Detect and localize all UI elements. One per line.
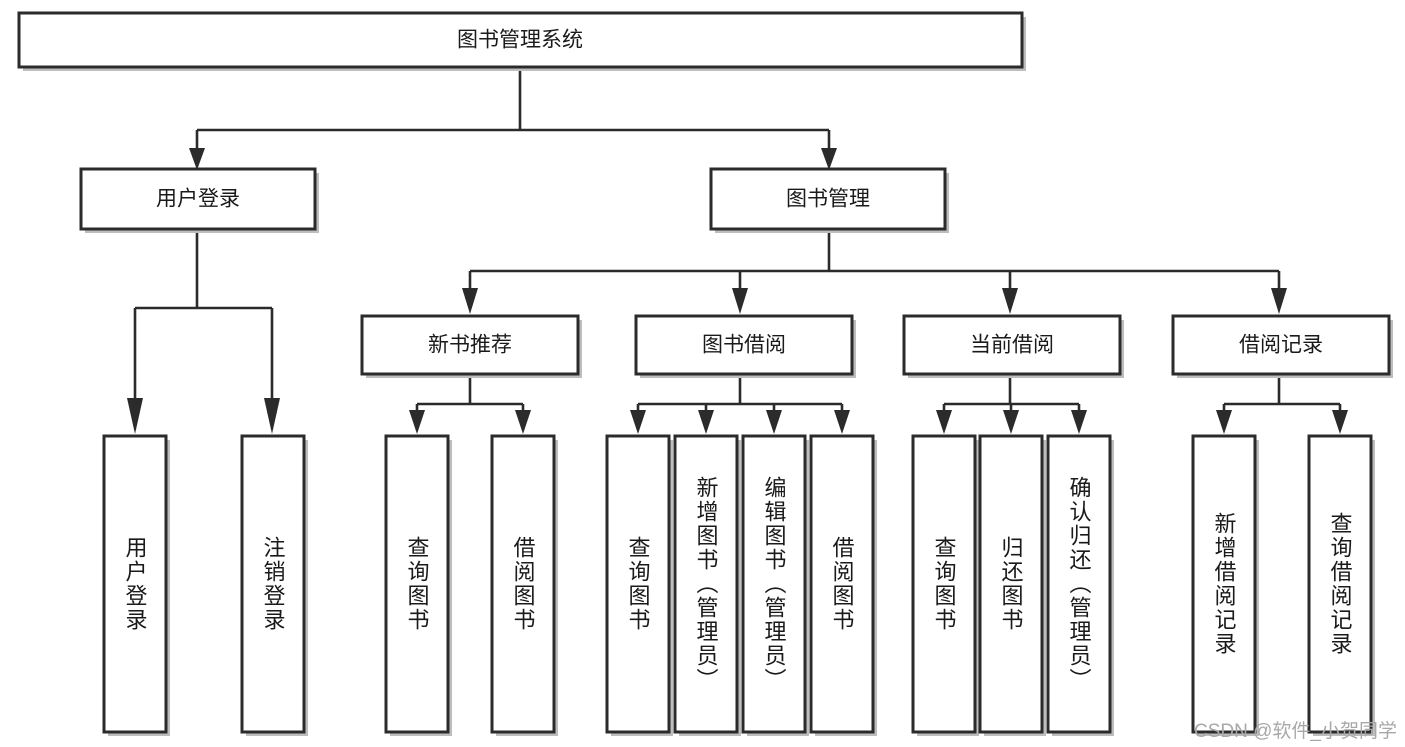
arrow-new-book-leaf-2: [515, 410, 531, 434]
leaf-label: 编辑图书（管理员）: [762, 476, 787, 692]
arrow-to-current-borrow: [1002, 288, 1018, 314]
leaf-rect: [1191, 434, 1257, 734]
arrow-book-borrow-leaf-1: [630, 410, 646, 434]
leaf-rect: [978, 434, 1044, 734]
leaf-borrow-record-add[interactable]: 新增借阅记录: [1191, 434, 1259, 736]
node-new-book-rect: [360, 314, 580, 376]
leaf-current-borrow-confirm[interactable]: 确认归还（管理员）: [1046, 434, 1114, 736]
node-borrow-record-rect: [1171, 314, 1391, 376]
node-new-book-label: 新书推荐: [428, 334, 512, 357]
node-root-label: 图书管理系统: [457, 29, 583, 52]
node-book-manage-label: 图书管理: [786, 188, 870, 211]
node-current-borrow-rect: [902, 314, 1122, 376]
leaf-user-login-login[interactable]: 用户登录: [102, 434, 170, 736]
arrow-current-borrow-leaf-1: [936, 410, 952, 434]
leaf-new-book-borrow[interactable]: 借阅图书: [490, 434, 558, 736]
leaf-new-book-query[interactable]: 查询图书: [384, 434, 452, 736]
leaf-rect: [384, 434, 450, 734]
arrow-new-book-leaf-1: [409, 410, 425, 434]
leaf-book-borrow-add[interactable]: 新增图书（管理员）: [673, 434, 741, 736]
node-user-login-label: 用户登录: [156, 188, 240, 211]
arrow-book-borrow-leaf-3: [766, 410, 782, 434]
leaf-rect: [490, 434, 556, 734]
edge-layer: [127, 69, 1348, 434]
leaf-label: 确认归还（管理员）: [1067, 476, 1092, 692]
leaf-borrow-record-query[interactable]: 查询借阅记录: [1307, 434, 1375, 736]
leaf-label: 借阅图书: [511, 536, 536, 632]
leaf-user-login-logout[interactable]: 注销登录: [240, 434, 308, 736]
arrow-borrow-record-leaf-1: [1216, 410, 1232, 434]
arrow-book-borrow-leaf-2: [698, 410, 714, 434]
arrow-to-borrow-record: [1271, 288, 1287, 314]
arrow-borrow-record-leaf-2: [1332, 410, 1348, 434]
arrow-to-new-book: [462, 288, 478, 314]
node-book-manage-rect: [709, 167, 947, 231]
leaf-rect: [240, 434, 306, 734]
node-root-system[interactable]: 图书管理系统: [17, 11, 1026, 71]
node-book-borrow-label: 图书借阅: [702, 334, 786, 357]
leaf-label: 注销登录: [261, 536, 286, 632]
node-current-borrow-label: 当前借阅: [970, 334, 1054, 357]
leaf-label: 查询图书: [932, 536, 957, 632]
leaf-rect: [1046, 434, 1112, 734]
leaf-current-borrow-query[interactable]: 查询图书: [911, 434, 979, 736]
node-user-login-rect: [79, 167, 317, 231]
leaf-rect: [911, 434, 977, 734]
node-user-login[interactable]: 用户登录: [79, 167, 319, 233]
leaf-book-borrow-borrow[interactable]: 借阅图书: [809, 434, 877, 736]
leaf-book-borrow-edit[interactable]: 编辑图书（管理员）: [741, 434, 809, 736]
leaf-label: 用户登录: [123, 536, 148, 632]
leaf-label: 新增图书（管理员）: [694, 476, 719, 692]
node-borrow-record[interactable]: 借阅记录: [1171, 314, 1393, 378]
leaf-rect: [1307, 434, 1373, 734]
arrow-current-borrow-leaf-2: [1003, 410, 1019, 434]
node-book-borrow-rect: [634, 314, 854, 376]
leaf-label: 查询图书: [405, 536, 430, 632]
node-current-borrow[interactable]: 当前借阅: [902, 314, 1124, 378]
leaf-rect: [673, 434, 739, 734]
leaf-rect: [605, 434, 671, 734]
leaf-rect: [809, 434, 875, 734]
arrow-to-book-manage: [821, 148, 837, 170]
leaf-label: 归还图书: [999, 536, 1024, 632]
leaf-label: 查询图书: [626, 536, 651, 632]
leaf-label: 查询借阅记录: [1328, 512, 1353, 656]
node-new-book-recommend[interactable]: 新书推荐: [360, 314, 582, 378]
leaf-label: 借阅图书: [830, 536, 855, 632]
leaf-label: 新增借阅记录: [1212, 512, 1237, 656]
arrow-current-borrow-leaf-3: [1071, 410, 1087, 434]
arrow-to-user-login: [189, 148, 205, 170]
node-borrow-record-label: 借阅记录: [1239, 334, 1323, 357]
leaf-book-borrow-query[interactable]: 查询图书: [605, 434, 673, 736]
leaf-rect: [741, 434, 807, 734]
leaf-current-borrow-return[interactable]: 归还图书: [978, 434, 1046, 736]
arrow-book-borrow-leaf-4: [834, 410, 850, 434]
arrow-user-login-leaf-2: [264, 398, 280, 434]
node-book-manage[interactable]: 图书管理: [709, 167, 949, 233]
arrow-user-login-leaf-1: [127, 398, 143, 434]
arrow-to-book-borrow: [732, 288, 748, 314]
leaf-rect: [102, 434, 168, 734]
node-root-rect: [17, 11, 1024, 69]
node-book-borrow[interactable]: 图书借阅: [634, 314, 856, 378]
